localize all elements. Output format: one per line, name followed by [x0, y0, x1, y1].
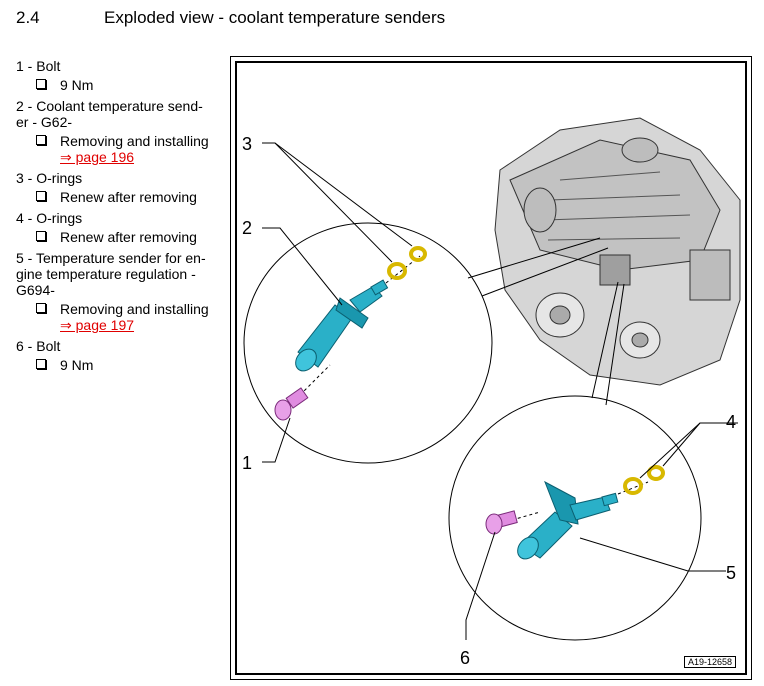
- figure-reference-number: A19-12658: [684, 656, 737, 668]
- legend-item-label: 6 - Bolt: [16, 338, 61, 354]
- legend-subitem: 9 Nm: [16, 357, 228, 373]
- checkbox-bullet-icon: [36, 303, 46, 313]
- o-ring-upper-2: [409, 246, 427, 262]
- legend-subitem-text: Renew after removing: [60, 189, 197, 205]
- figure-frame: [230, 56, 752, 680]
- section-title: Exploded view - coolant temperature send…: [104, 8, 446, 27]
- callout-5: 5: [726, 563, 736, 583]
- legend-subitem: Removing and installing ⇒ page 197: [16, 301, 228, 333]
- legend-item: 1 - Bolt 9 Nm: [16, 58, 228, 93]
- legend-item: 5 - Temperature sender for en- gine temp…: [16, 250, 228, 333]
- detail-circle-upper: [243, 222, 493, 464]
- legend-subitem-text: Removing and installing: [60, 301, 209, 317]
- legend-item-label: 1 - Bolt: [16, 58, 61, 74]
- bolt-lower: [485, 510, 518, 535]
- coolant-temperature-sender-g62: [295, 279, 389, 372]
- page-link[interactable]: ⇒ page 197: [60, 317, 135, 333]
- callout-4: 4: [726, 412, 736, 432]
- checkbox-bullet-icon: [36, 135, 46, 145]
- legend-item-label: 2 - Coolant temperature send- er - G62-: [16, 98, 203, 130]
- checkbox-bullet-icon: [36, 79, 46, 89]
- legend-subitem-text: 9 Nm: [60, 357, 94, 373]
- legend-item-label: 5 - Temperature sender for en- gine temp…: [16, 250, 206, 298]
- o-ring-lower-1: [623, 477, 643, 495]
- legend-item: 3 - O-rings Renew after removing: [16, 170, 228, 205]
- bolt-upper: [274, 387, 309, 421]
- section-number: 2.4: [16, 8, 40, 27]
- legend-item: 6 - Bolt 9 Nm: [16, 338, 228, 373]
- legend-subitem: Renew after removing: [16, 189, 228, 205]
- figure-inner-frame: [235, 61, 747, 675]
- legend-item: 4 - O-rings Renew after removing: [16, 210, 228, 245]
- legend-item-label: 4 - O-rings: [16, 210, 83, 226]
- checkbox-bullet-icon: [36, 359, 46, 369]
- callout-2: 2: [242, 218, 252, 238]
- detail-circle-lower: [448, 395, 702, 641]
- legend-subitem-text: Renew after removing: [60, 229, 197, 245]
- legend-subitem: 9 Nm: [16, 77, 228, 93]
- legend-subitem-text: Removing and installing: [60, 133, 209, 149]
- temperature-sender-g694: [517, 480, 619, 560]
- checkbox-bullet-icon: [36, 191, 46, 201]
- legend-item: 2 - Coolant temperature send- er - G62- …: [16, 98, 228, 165]
- checkbox-bullet-icon: [36, 231, 46, 241]
- engine-illustration: [494, 117, 741, 386]
- callout-leaders: [262, 142, 738, 640]
- o-ring-lower-2: [647, 465, 665, 481]
- callout-6: 6: [460, 648, 470, 668]
- parts-legend: 1 - Bolt 9 Nm 2 - Coolant temperature se…: [16, 58, 228, 378]
- callout-3: 3: [242, 134, 252, 154]
- o-ring-upper-1: [387, 262, 407, 280]
- legend-subitem-text: 9 Nm: [60, 77, 94, 93]
- page-link[interactable]: ⇒ page 196: [60, 149, 135, 165]
- legend-subitem: Removing and installing ⇒ page 196: [16, 133, 228, 165]
- callout-1: 1: [242, 453, 252, 473]
- legend-item-label: 3 - O-rings: [16, 170, 83, 186]
- legend-subitem: Renew after removing: [16, 229, 228, 245]
